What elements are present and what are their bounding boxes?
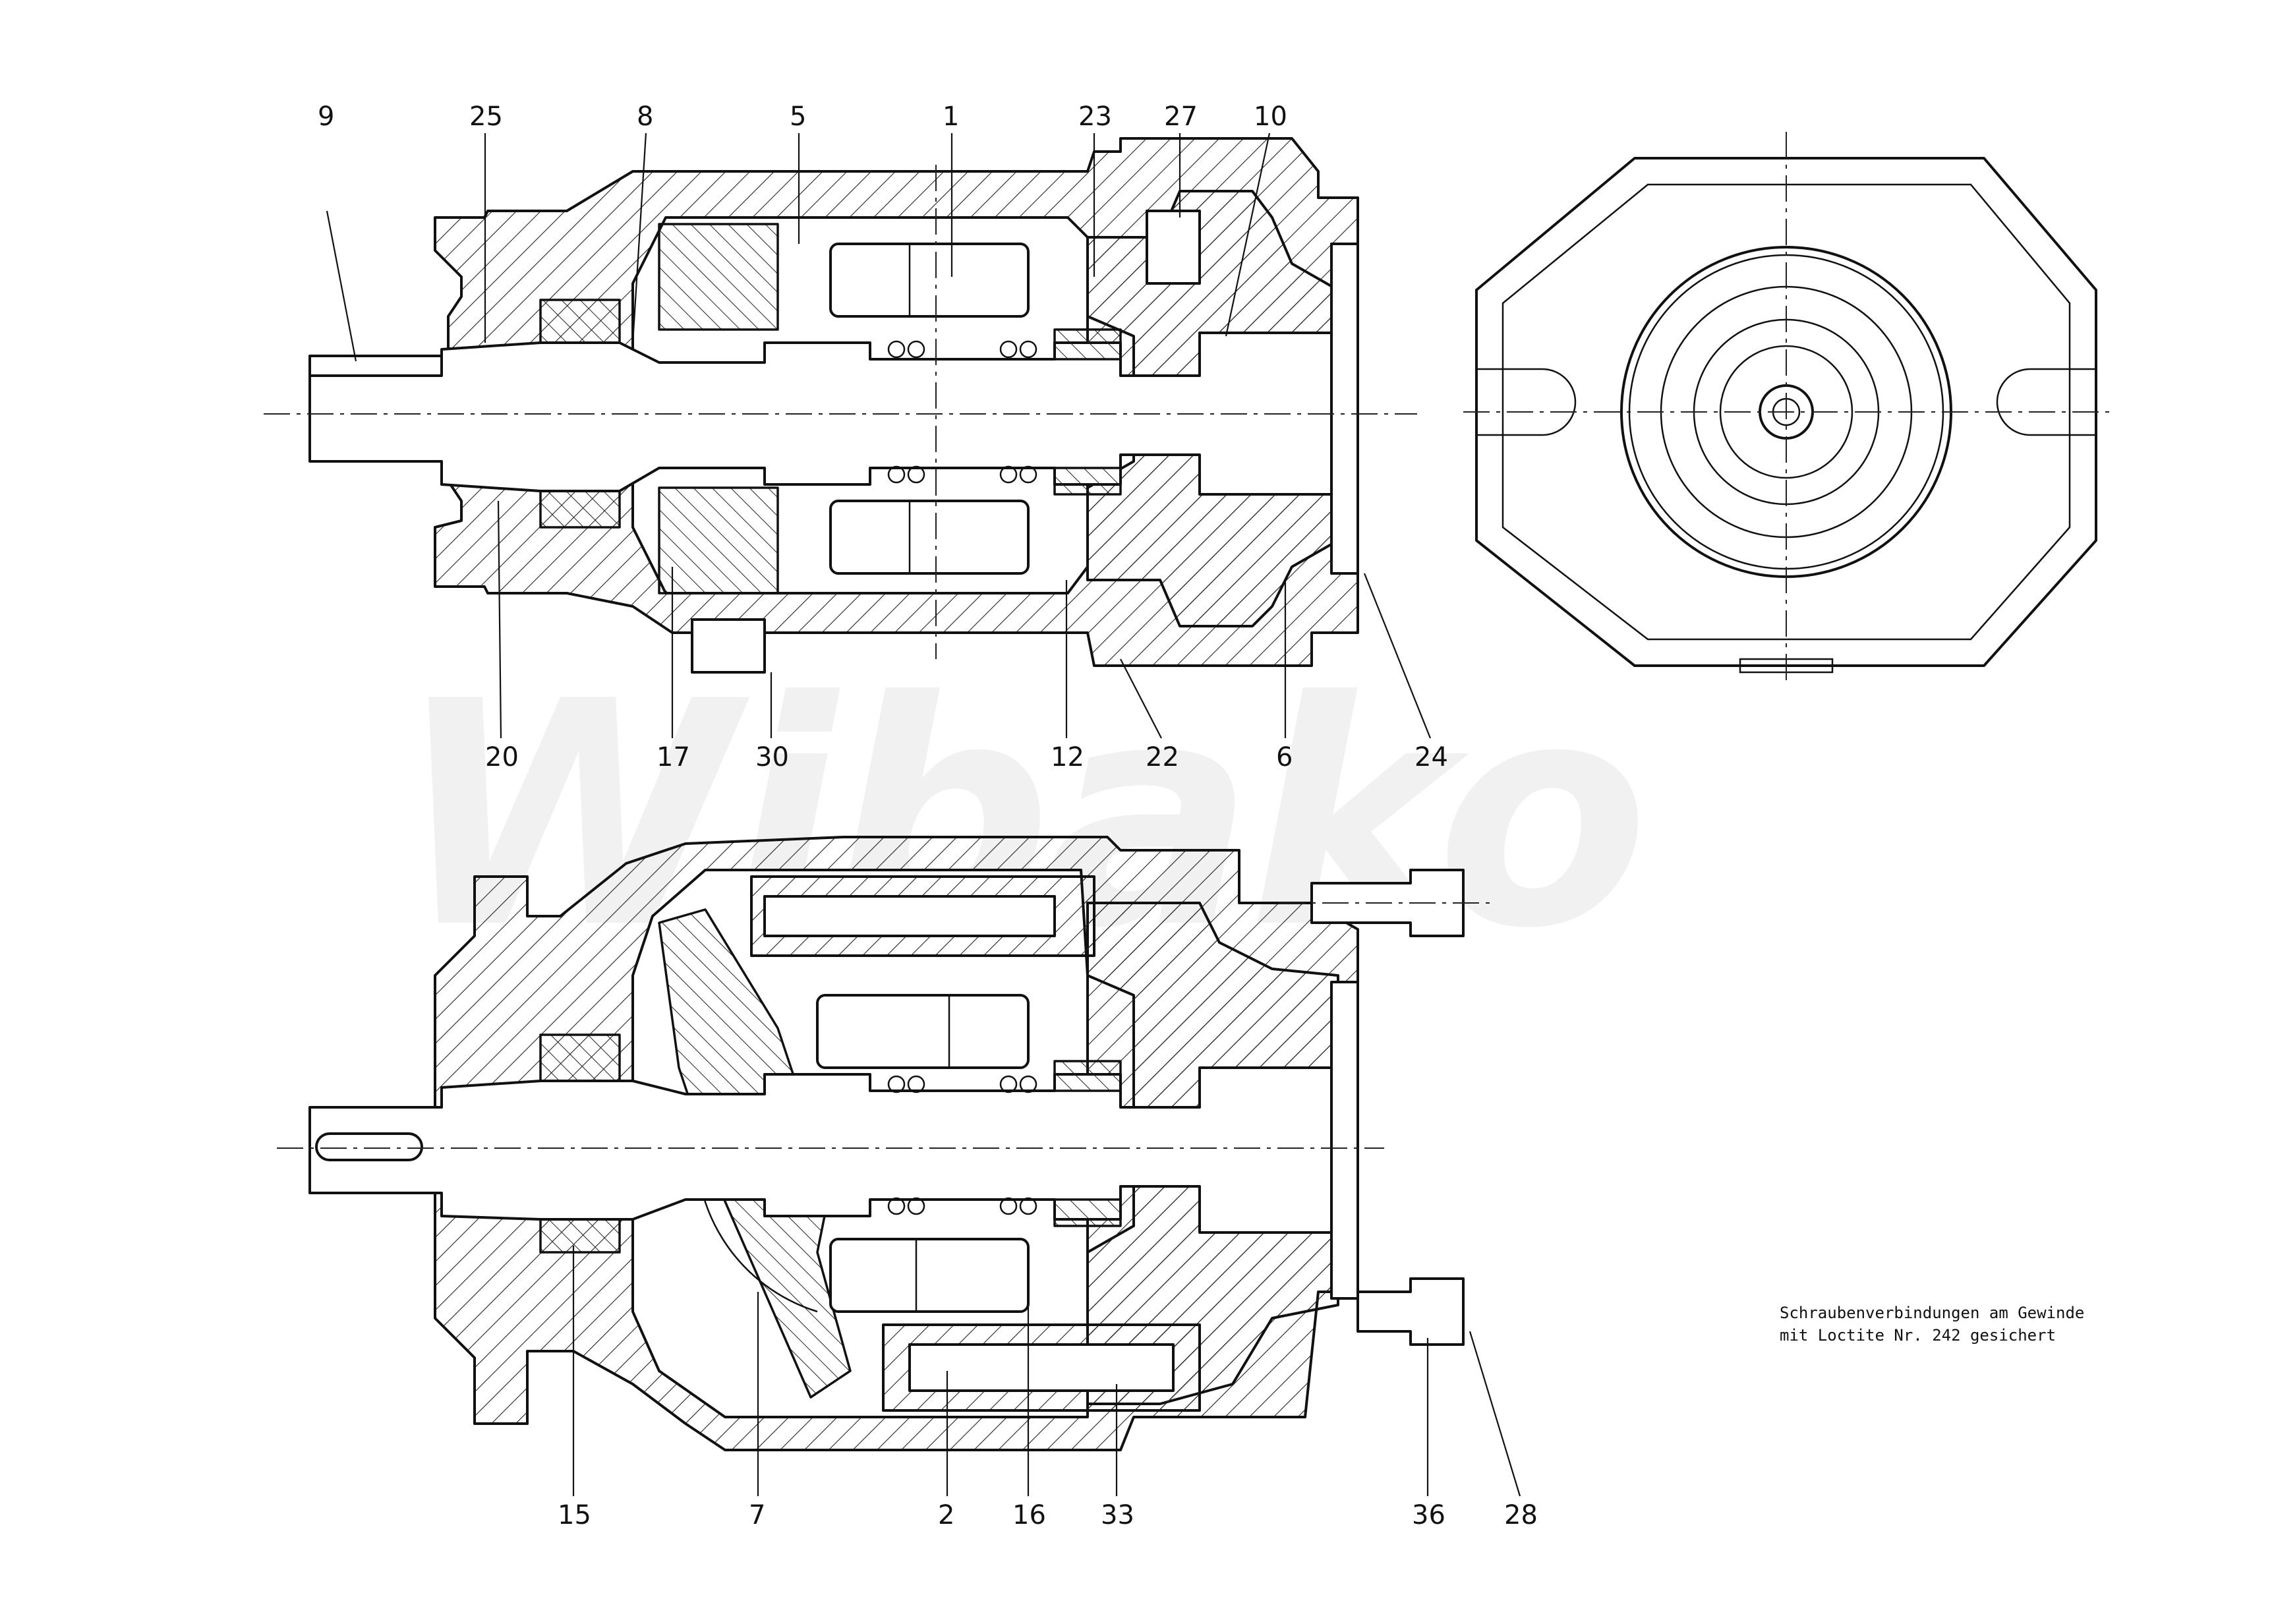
top-plug-27 (1146, 210, 1201, 285)
callout-6: 6 (1276, 742, 1293, 772)
callout-23: 23 (1078, 102, 1112, 132)
bottom-rear-bearing-upper (1053, 1060, 1122, 1092)
bottom-front-bearing-upper (539, 1033, 621, 1082)
bottom-control-piston-rod-top (763, 895, 1056, 937)
top-rear-flange (1330, 243, 1359, 575)
top-section-view (264, 137, 1417, 674)
leader-lines (326, 132, 1521, 1497)
top-cylinder-block-lower (658, 486, 779, 594)
bottom-piston-lower (829, 1238, 1030, 1313)
top-port-plug-30 (691, 618, 766, 674)
end-view-housing-inner (1501, 183, 2071, 641)
callout-9: 9 (318, 102, 334, 132)
assembly-note: Schraubenverbindungen am Gewinde mit Loc… (1780, 1304, 2084, 1345)
end-view (1463, 132, 2109, 685)
top-cylinder-block (658, 223, 779, 331)
top-spring (887, 340, 1037, 484)
top-piston-upper (829, 243, 1030, 318)
callout-28: 28 (1504, 1500, 1538, 1530)
callout-24: 24 (1414, 742, 1448, 772)
callout-10: 10 (1254, 102, 1287, 132)
top-piston-lower (829, 500, 1030, 575)
callout-36: 36 (1412, 1500, 1445, 1530)
callout-7: 7 (749, 1500, 765, 1530)
callout-30: 30 (755, 742, 789, 772)
callout-20: 20 (485, 742, 519, 772)
top-rear-bearing-upper (1053, 328, 1122, 361)
fitting-bottom-28 (1356, 1277, 1465, 1346)
callout-33: 33 (1101, 1500, 1134, 1530)
top-front-bearing-upper (539, 299, 621, 344)
callout-27: 27 (1164, 102, 1198, 132)
callout-8: 8 (637, 102, 653, 132)
bottom-rear-flange (1330, 981, 1359, 1300)
end-view-lobe-left (1476, 368, 1577, 436)
bottom-control-piston-rod-bottom (908, 1343, 1175, 1392)
callout-labels: 9 25 8 5 1 23 27 10 20 17 30 12 22 6 24 … (318, 102, 1538, 1530)
callout-5: 5 (790, 102, 806, 132)
callout-22: 22 (1146, 742, 1179, 772)
callout-15: 15 (558, 1500, 591, 1530)
callout-17: 17 (656, 742, 690, 772)
end-view-housing-octagon (1475, 157, 2097, 667)
end-view-lobe-right (1996, 368, 2096, 436)
note-line-2: mit Loctite Nr. 242 gesichert (1780, 1326, 2056, 1345)
top-shaft-key (308, 355, 443, 377)
bottom-section-view (277, 836, 1490, 1451)
bottom-spring (887, 1075, 1037, 1215)
callout-25: 25 (469, 102, 503, 132)
note-line-1: Schraubenverbindungen am Gewinde (1780, 1304, 2084, 1322)
callout-1: 1 (943, 102, 959, 132)
callout-16: 16 (1012, 1500, 1046, 1530)
top-front-bearing-lower (539, 490, 621, 529)
bottom-piston-upper (816, 994, 1030, 1069)
top-rear-bearing-lower (1053, 467, 1122, 496)
callout-12: 12 (1051, 742, 1084, 772)
bottom-rear-bearing-lower (1053, 1198, 1122, 1227)
bottom-shaft-key (315, 1132, 423, 1161)
bottom-front-bearing-lower (539, 1218, 621, 1254)
callout-2: 2 (938, 1500, 954, 1530)
